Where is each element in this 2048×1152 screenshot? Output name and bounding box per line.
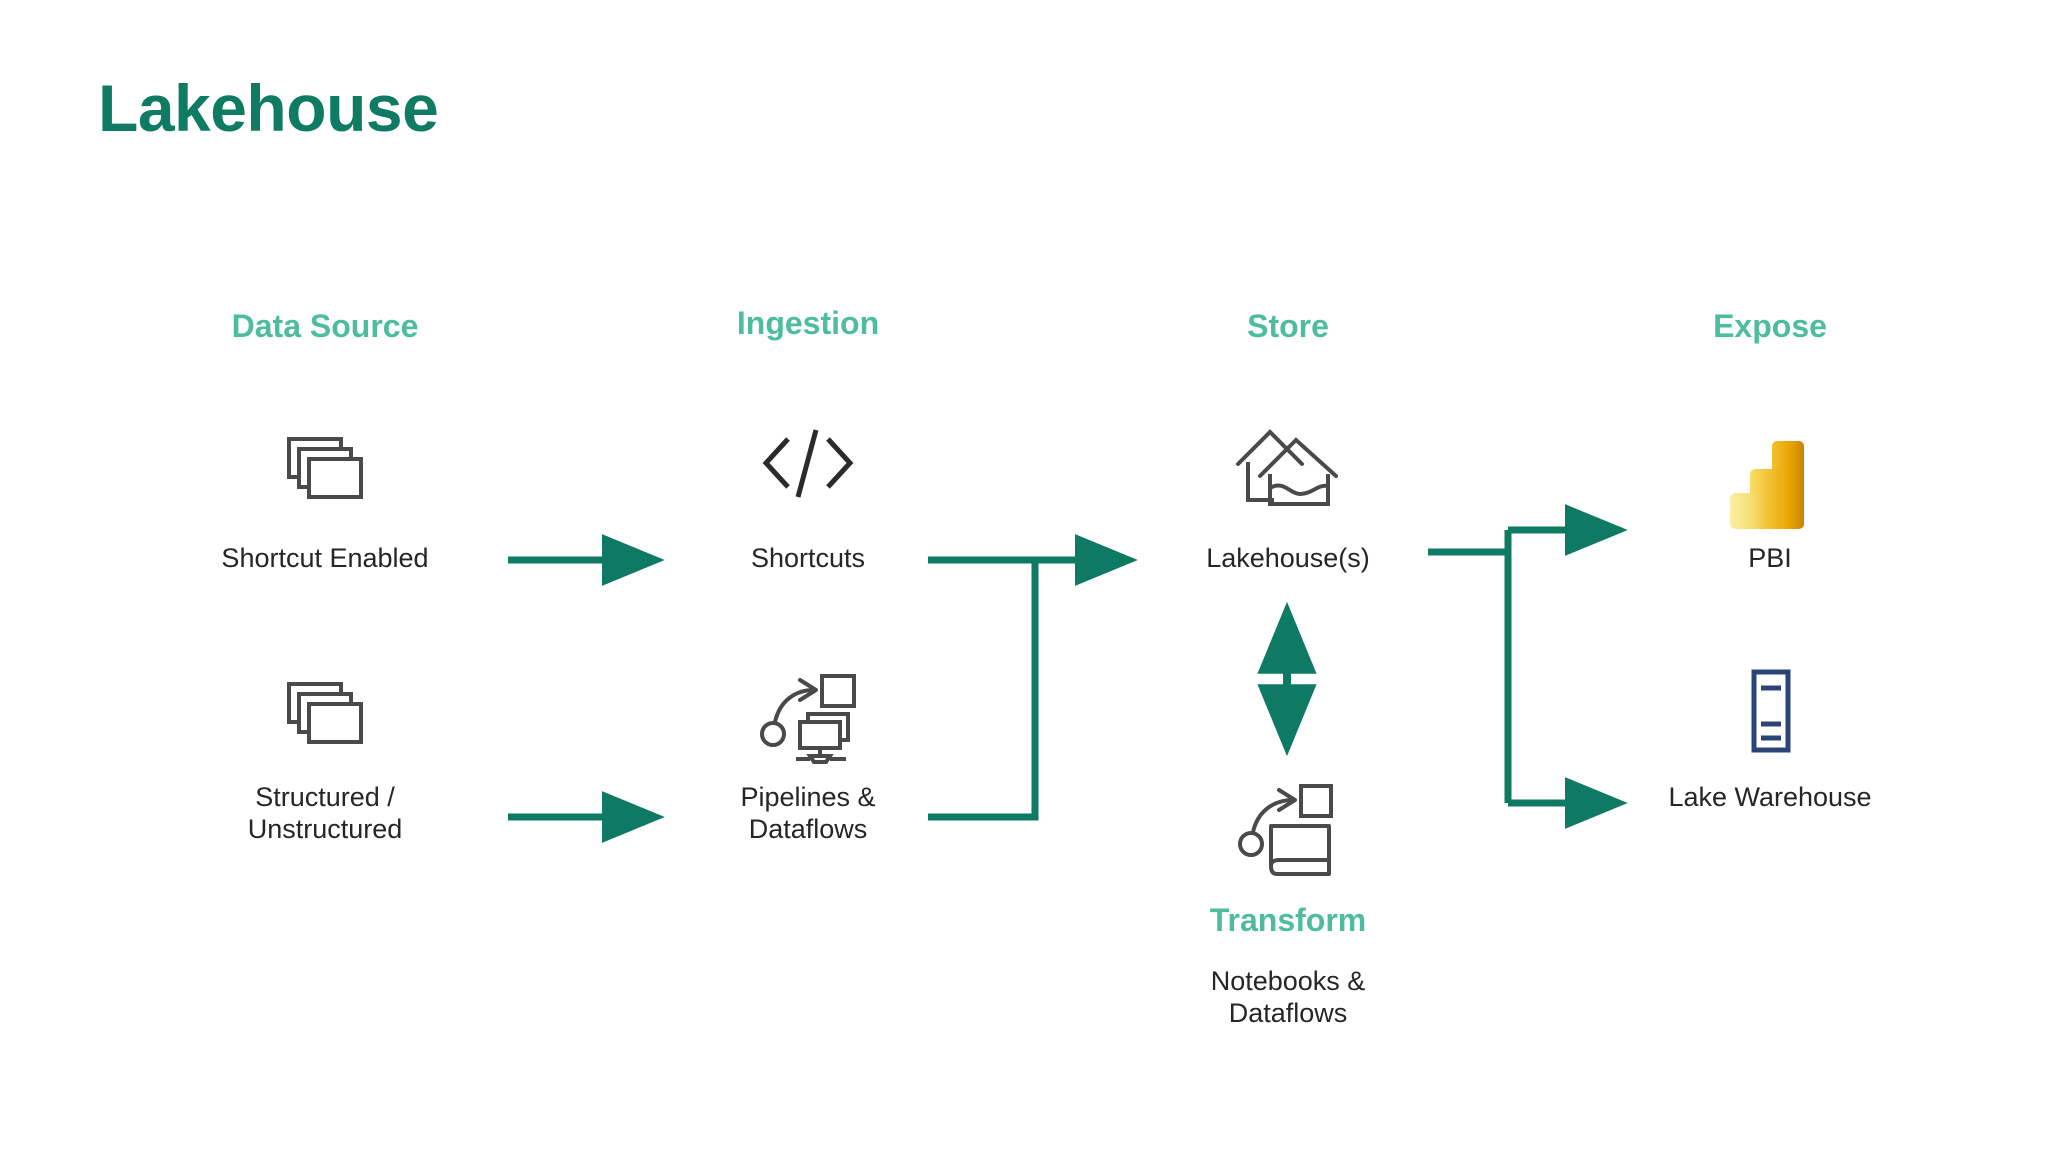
section-label-transform: Transform: [1209, 902, 1367, 938]
page-title: Lakehouse: [98, 71, 439, 145]
node-label-shortcuts: Shortcuts: [750, 543, 866, 573]
notebook-flow-icon: [1237, 782, 1347, 878]
connector-ingestion-to-lakehouse: [928, 534, 1138, 821]
node-label-shortcut-enabled: Shortcut Enabled: [221, 543, 429, 573]
connector-lakehouse-to-expose: [1428, 504, 1628, 829]
code-brackets-icon: [754, 421, 862, 505]
column-header-store: Store: [1247, 308, 1329, 344]
node-label-notebooks-dataflows: Notebooks & Dataflows: [1210, 966, 1366, 1028]
column-header-data-source: Data Source: [231, 308, 419, 344]
warehouse-table-icon: [1735, 666, 1805, 758]
column-header-ingestion: Ingestion: [736, 305, 880, 341]
node-label-structured-unstructured: Structured / Unstructured: [247, 782, 403, 844]
stacked-pages-icon: [280, 430, 370, 510]
node-label-lakehouse: Lakehouse(s): [1206, 543, 1370, 573]
node-label-pbi: PBI: [1748, 543, 1792, 573]
lakehouse-icon: [1230, 418, 1346, 512]
pipeline-monitor-icon: [756, 670, 868, 766]
node-label-lake-warehouse: Lake Warehouse: [1668, 782, 1872, 812]
column-header-expose: Expose: [1713, 308, 1827, 344]
stacked-pages-icon: [280, 675, 370, 755]
node-label-pipelines-dataflows: Pipelines & Dataflows: [740, 782, 876, 844]
power-bi-icon: [1722, 423, 1818, 533]
